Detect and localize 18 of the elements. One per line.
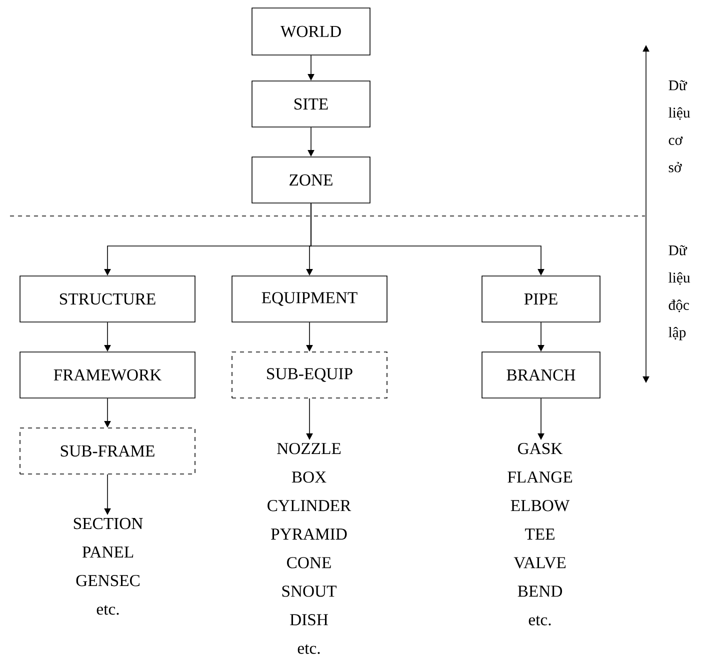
process-box: SUB-FRAME xyxy=(20,428,196,474)
process-box: ZONE xyxy=(252,156,370,204)
process-box: FRAMEWORK xyxy=(20,352,196,398)
process-box: SUB-EQUIP xyxy=(232,352,388,398)
process-box: STRUCTURE xyxy=(20,276,196,322)
side-label: Dữ liệu độc lập xyxy=(668,245,690,340)
arrow xyxy=(104,474,111,515)
process-box: SITE xyxy=(252,80,370,128)
process-box: EQUIPMENT xyxy=(232,276,388,322)
process-box: PIPE xyxy=(482,276,600,322)
process-box: WORLD xyxy=(252,8,370,56)
side-label: Dữ liệu cơ sở xyxy=(668,80,690,172)
process-box: BRANCH xyxy=(482,352,600,398)
arrow xyxy=(306,398,313,440)
item-list: SECTION PANEL GENSEC etc. xyxy=(74,518,143,615)
arrow xyxy=(538,398,544,440)
item-list: NOZZLE BOX CYLINDER PYRAMID CONE SNOUT DISH etc. xyxy=(268,442,352,654)
item-list: GASK FLANGE ELBOW TEE VALVE BEND etc. xyxy=(508,442,572,626)
